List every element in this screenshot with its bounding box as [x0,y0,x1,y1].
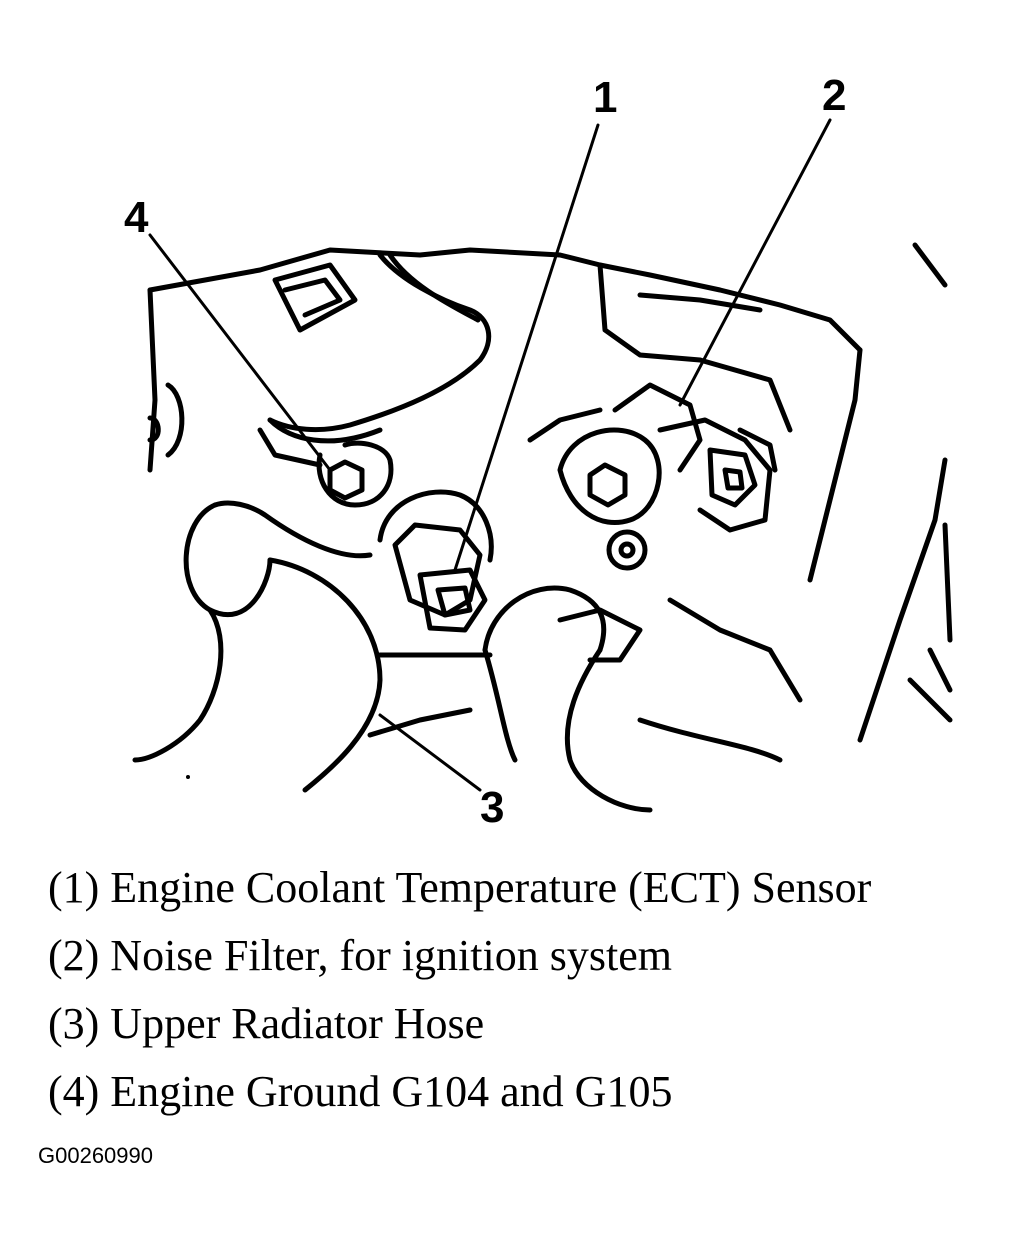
leader-lines [148,118,832,792]
radiator-hoses [132,500,803,813]
engine-block-outline [147,242,953,743]
ect-sensor-drawing [377,489,494,633]
image-code: G00260990 [38,1143,153,1168]
callout-number-2: 2 [822,71,847,120]
noise-filter-drawing [527,382,778,571]
legend: (1) Engine Coolant Temperature (ECT) Sen… [48,862,1018,1134]
legend-item-2: (2) Noise Filter, for ignition system [48,931,672,980]
callout-number-3: 3 [480,783,505,832]
leader-line-1 [453,123,600,572]
legend-item-1: (1) Engine Coolant Temperature (ECT) Sen… [48,863,872,912]
engine-line-drawing [132,118,953,813]
callout-number-4: 4 [124,193,149,242]
leader-line-3 [378,713,482,792]
leader-line-2 [678,118,832,407]
ground-wiring-harness [257,252,492,468]
legend-item-3: (3) Upper Radiator Hose [48,999,485,1048]
ground-bolt-g104-g105 [316,440,394,508]
leader-line-4 [148,233,332,472]
legend-item-4: (4) Engine Ground G104 and G105 [48,1067,673,1116]
callout-number-1: 1 [593,73,618,122]
